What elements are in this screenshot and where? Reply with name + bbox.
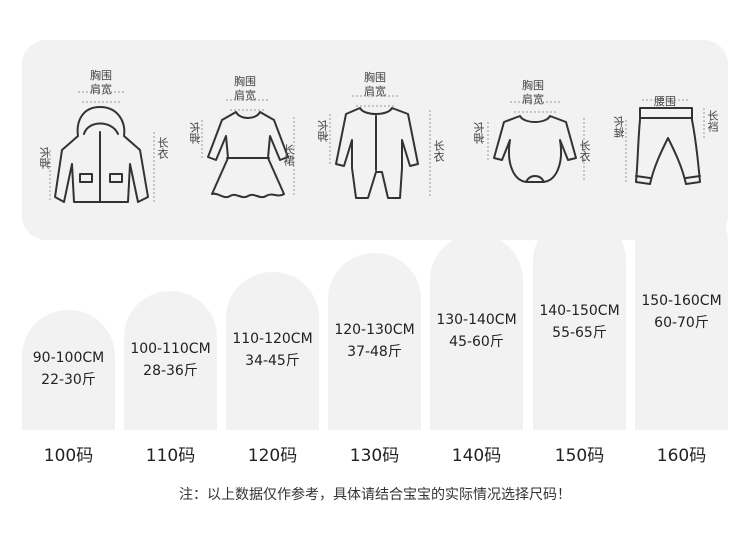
garment-bodysuit: 胸围 肩宽 袖长 长衣 — [473, 78, 600, 193]
long-romper-icon — [329, 95, 431, 199]
size-bar-100码: 90-100CM 22-30斤 — [22, 310, 115, 430]
size-label: 110码 — [145, 446, 196, 466]
size-weight-range: 45-60斤 — [449, 334, 504, 350]
label-shoulder: 肩宽 — [364, 85, 386, 98]
size-bar-150码: 140-150CM 55-65斤 — [533, 215, 626, 430]
size-label: 130码 — [349, 446, 400, 466]
size-height-range: 140-150CM — [539, 302, 620, 319]
hooded-jacket-icon — [49, 91, 155, 203]
size-weight-range: 34-45斤 — [245, 353, 300, 369]
label-shoulder: 肩宽 — [90, 83, 112, 96]
label-rise: 长裆 — [706, 110, 719, 132]
label-length: 长衣 — [432, 140, 445, 162]
garment-pants: 腰围 裤长 长裆 — [612, 90, 722, 200]
size-weight-range: 28-36斤 — [143, 362, 198, 379]
size-weight-range: 55-65斤 — [552, 324, 607, 341]
size-bar-160码: 150-160CM 60-70斤 — [635, 196, 728, 430]
label-waist: 腰围 — [654, 95, 676, 108]
size-height-range: 150-160CM — [641, 293, 722, 309]
pants-icon — [625, 99, 705, 185]
size-bar-130码: 120-130CM 37-48斤 — [328, 253, 421, 430]
size-weight-range: 22-30斤 — [41, 372, 96, 388]
size-bar-110码: 100-110CM 28-36斤 — [124, 291, 217, 430]
size-height-range: 110-120CM — [232, 331, 313, 347]
size-height-range: 100-110CM — [130, 340, 211, 357]
size-label: 150码 — [554, 446, 605, 466]
reference-note: 注：以上数据仅作参考，具体请结合宝宝的实际情况选择尺码！ — [179, 487, 571, 503]
label-chest: 胸围 — [234, 75, 256, 88]
label-shoulder: 肩宽 — [234, 89, 256, 102]
size-bar-120码: 110-120CM 34-45斤 — [226, 272, 319, 430]
label-chest: 胸围 — [364, 71, 386, 84]
label-shoulder: 肩宽 — [522, 93, 544, 106]
size-weight-range: 37-48斤 — [347, 343, 402, 360]
garment-dress: 胸围 肩宽 袖长 长裙 — [189, 72, 306, 207]
label-length: 长衣 — [156, 137, 169, 159]
size-label: 140码 — [451, 446, 502, 466]
size-label: 100码 — [43, 446, 94, 466]
ruffle-dress-icon — [201, 99, 295, 199]
size-height-range: 120-130CM — [334, 321, 415, 338]
label-chest: 胸围 — [90, 69, 112, 82]
size-label: 160码 — [656, 446, 707, 466]
size-label: 120码 — [247, 446, 298, 466]
label-length: 长衣 — [578, 140, 591, 162]
size-height-range: 90-100CM — [32, 350, 105, 366]
size-weight-range: 60-70斤 — [654, 315, 709, 331]
size-bar-140码: 130-140CM 45-60斤 — [430, 234, 523, 430]
garment-jacket: 胸围 肩宽 袖长 长衣 — [39, 62, 169, 212]
bodysuit-icon — [487, 101, 585, 183]
label-chest: 胸围 — [522, 79, 544, 92]
label-length: 长裙 — [282, 144, 295, 166]
size-height-range: 130-140CM — [436, 312, 517, 328]
garment-romper: 胸围 肩宽 袖长 长衣 — [317, 70, 448, 210]
